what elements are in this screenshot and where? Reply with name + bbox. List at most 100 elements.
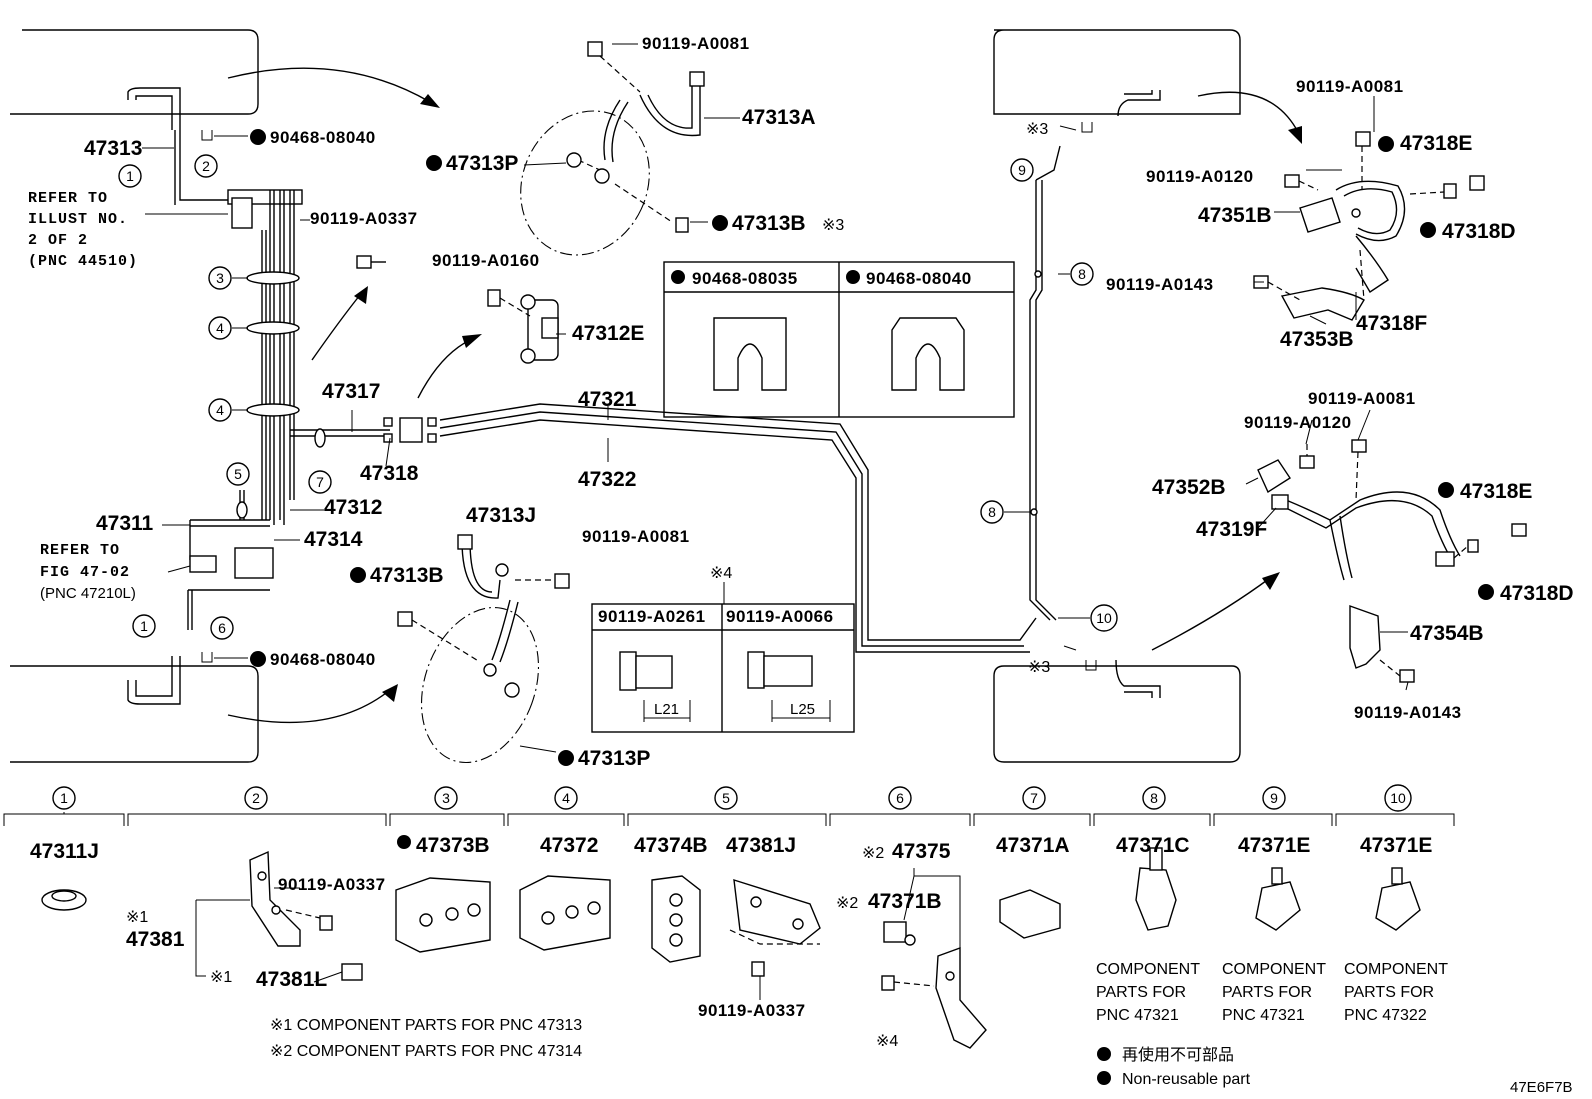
labels-top-left: 47313 90468-08040 REFER TO ILLUST NO. 2 … bbox=[28, 128, 637, 669]
svg-text:8: 8 bbox=[1150, 790, 1158, 806]
comp-label-c10-line2: PARTS FOR bbox=[1344, 984, 1434, 1001]
clip-47312E bbox=[487, 289, 559, 364]
note-4-b: ※4 bbox=[876, 1033, 898, 1050]
label-47371B: 47371B bbox=[868, 890, 942, 913]
label-rear-lower-90119-A0120: 90119-A0120 bbox=[1244, 413, 1352, 432]
label-47318E-upper: 47318E bbox=[1400, 132, 1472, 155]
label-front-lower-90119-A0081: 90119-A0081 bbox=[582, 527, 690, 546]
label-47313J: 47313J bbox=[466, 504, 536, 527]
label-47352B: 47352B bbox=[1152, 476, 1226, 499]
callout-4-bottom: 4 bbox=[554, 786, 578, 810]
footnote-1: ※1 COMPONENT PARTS FOR PNC 47313 bbox=[270, 1017, 582, 1034]
note-2-a: ※2 bbox=[862, 845, 884, 862]
label-90468-08040-top: 90468-08040 bbox=[270, 128, 376, 147]
labels-front-lower: 47313J 90119-A0081 47313B 47313P ※4 9011… bbox=[370, 504, 834, 770]
bolt-table bbox=[591, 603, 855, 733]
callout-7a: 7 bbox=[308, 470, 332, 494]
callout-8a: 8 bbox=[1070, 262, 1094, 286]
rear-upper-hose-assembly bbox=[1253, 131, 1485, 321]
comp-label-c9-line1: COMPONENT bbox=[1222, 961, 1326, 978]
comp-label-c10-pnc: PNC 47322 bbox=[1344, 1007, 1427, 1024]
label-47381L: 47381L bbox=[256, 968, 327, 991]
svg-text:7: 7 bbox=[316, 474, 324, 490]
label-rear-upper-90119-A0081: 90119-A0081 bbox=[1296, 77, 1404, 96]
comp-label-c8-line2: PARTS FOR bbox=[1096, 984, 1186, 1001]
pipe-vertical-right bbox=[1029, 145, 1061, 621]
bolt-table-right-length: L25 bbox=[790, 701, 815, 718]
label-47321: 47321 bbox=[578, 388, 637, 411]
label-47313B-lower: 47313B bbox=[370, 564, 444, 587]
legend-english: Non-reusable part bbox=[1122, 1071, 1251, 1088]
label-rear-upper-90119-A0120: 90119-A0120 bbox=[1146, 167, 1254, 186]
clip-markers bbox=[201, 122, 1097, 671]
label-47314: 47314 bbox=[304, 528, 363, 551]
body-hoses bbox=[127, 87, 1161, 705]
label-47311J: 47311J bbox=[30, 840, 99, 863]
non-reusable-dots bbox=[250, 129, 1494, 1085]
label-47354B: 47354B bbox=[1410, 622, 1484, 645]
callout-6-bottom: 6 bbox=[888, 786, 912, 810]
svg-text:2: 2 bbox=[202, 158, 210, 174]
comp-label-c9-line2: PARTS FOR bbox=[1222, 984, 1312, 1001]
label-47311: 47311 bbox=[96, 512, 154, 535]
callout-6a: 6 bbox=[210, 616, 234, 640]
front-upper-hose-assembly bbox=[520, 41, 705, 256]
pipe-bundle-left bbox=[174, 130, 390, 630]
label-47371A: 47371A bbox=[996, 834, 1070, 857]
note-3-rear-upper: ※3 bbox=[1026, 121, 1048, 138]
clip-table bbox=[663, 261, 1015, 418]
svg-text:10: 10 bbox=[1096, 610, 1112, 626]
label-47318D-upper: 47318D bbox=[1442, 220, 1516, 243]
callout-5a: 5 bbox=[226, 462, 250, 486]
label-90119-A0337: 90119-A0337 bbox=[310, 209, 418, 228]
svg-text:9: 9 bbox=[1018, 162, 1026, 178]
labels-rear-upper: ※3 90119-A0081 47318E 90119-A0120 47351B… bbox=[1026, 77, 1516, 351]
label-47353B: 47353B bbox=[1280, 328, 1354, 351]
label-47313: 47313 bbox=[84, 137, 142, 160]
bolt-table-left-length: L21 bbox=[654, 701, 679, 718]
callout-4a: 4 bbox=[208, 316, 232, 340]
body-outline-top-right bbox=[993, 29, 1241, 115]
svg-text:6: 6 bbox=[896, 790, 904, 806]
note-4-lower: ※4 bbox=[710, 565, 732, 582]
note-3-upper: ※3 bbox=[822, 217, 844, 234]
flow-arrows bbox=[227, 67, 1302, 724]
callout-4b: 4 bbox=[208, 398, 232, 422]
callout-9a: 9 bbox=[1010, 158, 1034, 182]
svg-text:4: 4 bbox=[562, 790, 570, 806]
labels-front-upper: 90119-A0081 47313A 47313P 47313B ※3 9011… bbox=[432, 34, 971, 345]
bolt-table-left-header: 90119-A0261 bbox=[598, 607, 706, 626]
callout-2a: 2 bbox=[194, 154, 218, 178]
callout-9-bottom: 9 bbox=[1262, 786, 1286, 810]
label-47317: 47317 bbox=[322, 380, 380, 403]
label-47313A: 47313A bbox=[742, 106, 816, 129]
refer-illust-line3: 2 OF 2 bbox=[28, 232, 88, 249]
callout-10-bottom: 10 bbox=[1384, 784, 1412, 812]
label-47318D-lower: 47318D bbox=[1500, 582, 1574, 605]
label-47312: 47312 bbox=[324, 496, 382, 519]
bolt-90119-A0337-top bbox=[356, 255, 386, 269]
svg-text:4: 4 bbox=[216, 402, 224, 418]
footnote-2: ※2 COMPONENT PARTS FOR PNC 47314 bbox=[270, 1043, 582, 1060]
label-47375: 47375 bbox=[892, 840, 951, 863]
legend-japanese: 再使用不可部品 bbox=[1122, 1046, 1234, 1064]
callout-1-bottom: 1 bbox=[52, 786, 76, 810]
label-47371E-a: 47371E bbox=[1238, 834, 1310, 857]
callout-10a: 10 bbox=[1090, 604, 1118, 632]
svg-text:3: 3 bbox=[442, 790, 450, 806]
label-rear-lower-90119-A0081: 90119-A0081 bbox=[1308, 389, 1416, 408]
refer-illust-line4: (PNC 44510) bbox=[28, 253, 138, 270]
legend: 再使用不可部品 Non-reusable part bbox=[1122, 1046, 1251, 1088]
label-47371E-b: 47371E bbox=[1360, 834, 1432, 857]
body-outline-bottom-left bbox=[10, 665, 259, 763]
svg-text:3: 3 bbox=[216, 270, 224, 286]
labels-rear-lower: 90119-A0081 90119-A0120 47352B 47318E 47… bbox=[1028, 389, 1574, 722]
label-47319F: 47319F bbox=[1196, 518, 1267, 541]
label-90468-08040-bottom: 90468-08040 bbox=[270, 650, 376, 669]
bolt-table-right-header: 90119-A0066 bbox=[726, 607, 834, 626]
label-front-upper-90119-A0081: 90119-A0081 bbox=[642, 34, 750, 53]
callout-8b: 8 bbox=[980, 500, 1004, 524]
svg-text:1: 1 bbox=[126, 168, 134, 184]
refer-fig-line1: REFER TO bbox=[40, 542, 120, 559]
comp-label-c9-pnc: PNC 47321 bbox=[1222, 1007, 1305, 1024]
